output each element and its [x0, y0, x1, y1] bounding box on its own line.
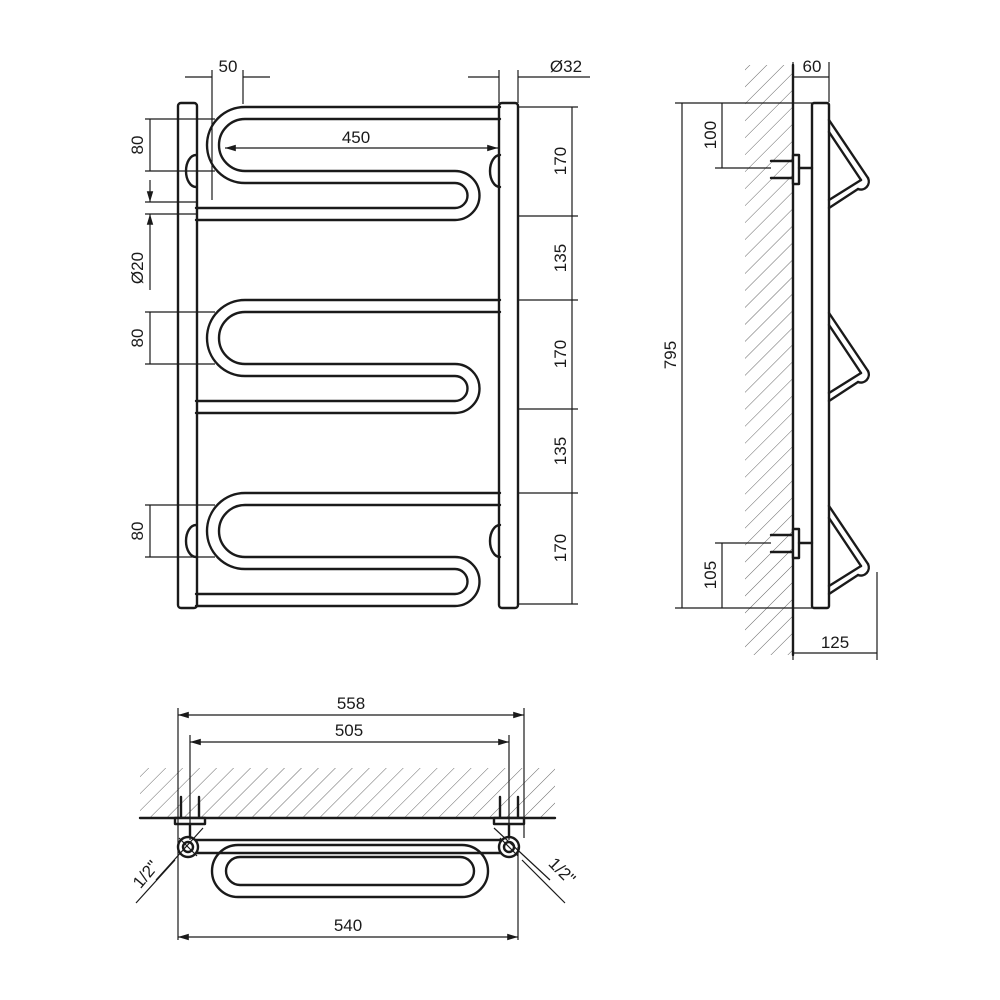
coil-section-middle — [194, 298, 502, 415]
top-coil — [210, 843, 490, 899]
dim-thread-right: 1/2" — [545, 854, 579, 888]
dim-loop-height-mid: 80 — [128, 329, 147, 348]
right-post-fitting-bottom — [488, 523, 502, 559]
right-post — [497, 101, 520, 610]
dim-overall-width: 558 — [337, 694, 365, 713]
top-dimensions: 558 505 540 1/2" 1/2" — [129, 694, 579, 941]
right-post-fitting-top — [488, 153, 502, 189]
side-view: 60 795 100 105 125 — [661, 57, 878, 660]
wall-bracket-top — [769, 153, 814, 186]
side-coil-middle — [827, 311, 870, 403]
dim-section-mid: 170 — [551, 340, 570, 368]
dim-depth-total: 125 — [821, 633, 849, 652]
side-dimensions: 60 795 100 105 125 — [661, 57, 878, 660]
wall-hatching — [745, 65, 793, 655]
top-view: 558 505 540 1/2" 1/2" — [129, 694, 579, 941]
top-post-left — [176, 835, 200, 859]
dim-coil-width: 450 — [342, 128, 370, 147]
dim-bottom-mount: 105 — [701, 561, 720, 589]
coil-section-top — [194, 105, 502, 222]
dim-section-bot: 170 — [551, 534, 570, 562]
dim-post-diameter: Ø32 — [550, 57, 582, 76]
dim-gap-lower: 135 — [551, 437, 570, 465]
front-view: 50 Ø32 450 80 Ø20 80 80 — [128, 57, 590, 610]
dim-depth-wall: 60 — [803, 57, 822, 76]
wall-bracket-bottom — [769, 527, 814, 560]
left-post — [176, 101, 199, 610]
dim-center-distance: 505 — [335, 721, 363, 740]
side-post — [810, 101, 831, 610]
dim-top-mount: 100 — [701, 121, 720, 149]
dim-section-top: 170 — [551, 147, 570, 175]
coil-section-bottom — [194, 491, 502, 608]
left-post-fitting-bottom — [184, 523, 198, 559]
dim-total-height: 795 — [661, 341, 680, 369]
front-dimensions: 50 Ø32 450 80 Ø20 80 80 — [128, 57, 590, 605]
wall-hatching-top — [140, 768, 555, 818]
dim-bar-diameter: Ø20 — [128, 252, 147, 284]
dim-thread-left: 1/2" — [129, 857, 163, 892]
dim-loop-height-bot: 80 — [128, 522, 147, 541]
dim-gap-upper: 135 — [551, 244, 570, 272]
dim-loop-height-top: 80 — [128, 136, 147, 155]
side-coil-top — [827, 118, 870, 210]
side-coil-bottom — [827, 504, 870, 596]
dim-post-width: 540 — [334, 916, 362, 935]
dim-pipe-offset: 50 — [219, 57, 238, 76]
